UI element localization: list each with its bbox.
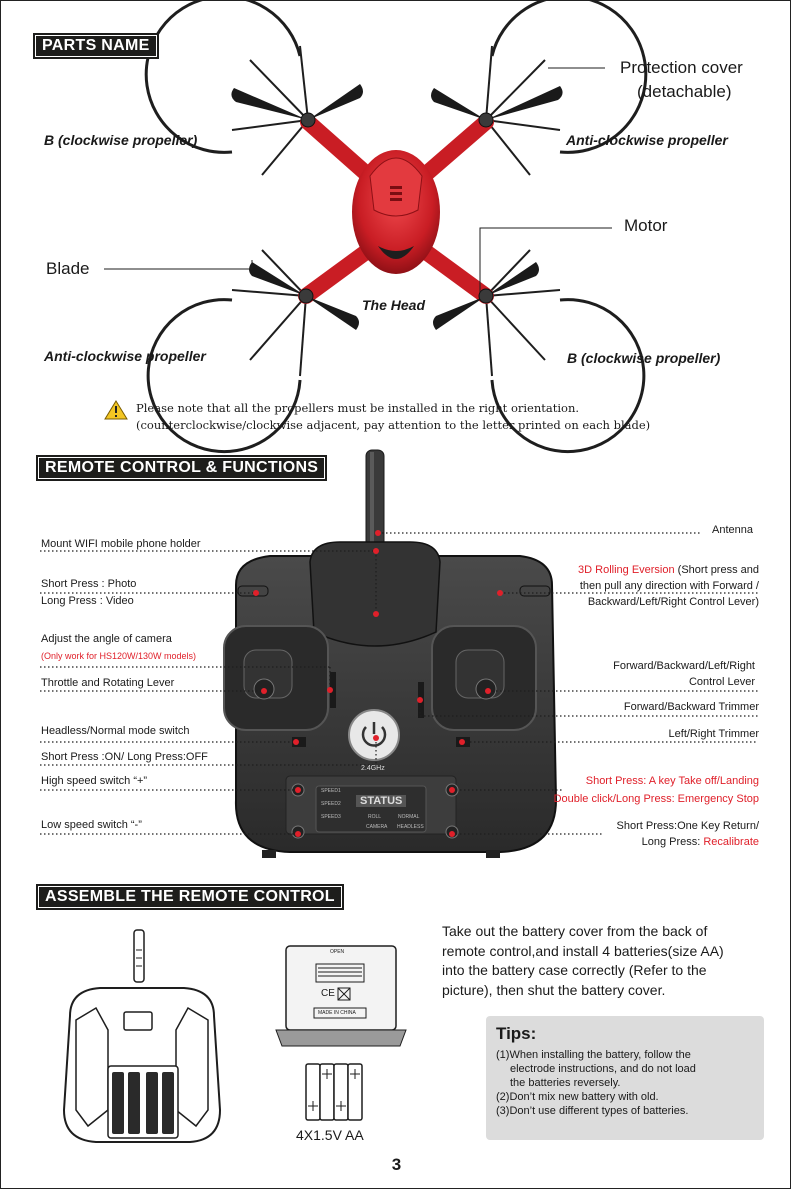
guard-bottom-left [146, 298, 302, 454]
guard-top-left [144, 0, 302, 154]
assemble-line-2: remote control,and install 4 batteries(s… [442, 942, 724, 959]
label-one-key-return: Short Press:One Key Return/ [616, 820, 759, 832]
remote-camera: CAMERA [366, 824, 388, 830]
guard-top-right [490, 0, 648, 154]
label-3d-roll-line3: Backward/Left/Right Control Lever) [587, 596, 759, 608]
label-takeoff-landing: Short Press: A key Take off/Landing [585, 775, 759, 787]
label-lr-trimmer: Left/Right Trimmer [668, 728, 759, 740]
note-line-2: (counterclockwise/clockwise adjacent, pa… [136, 418, 651, 432]
tip-1-line-3: the batteries reversely. [510, 1077, 621, 1089]
label-motor: Motor [624, 216, 668, 235]
label-3d-roll-title: 3D Rolling Eversion [578, 564, 675, 576]
assemble-line-4: picture), then shut the battery cover. [442, 981, 666, 998]
remote-speed3: SPEED3 [321, 814, 341, 820]
assemble-line-3: into the battery case correctly (Refer t… [442, 962, 707, 978]
remote-speed1: SPEED1 [321, 788, 341, 794]
label-blade: Blade [46, 259, 90, 278]
power-button [348, 709, 400, 761]
cover-ce-mark: CE [321, 988, 335, 999]
label-b-clockwise-bottom: B (clockwise propeller) [567, 350, 721, 366]
tip-1-line-2: electrode instructions, and do not load [510, 1063, 696, 1075]
label-low-speed: Low speed switch “-” [41, 819, 142, 831]
tip-1-line-1: (1)When installing the battery, follow t… [496, 1049, 691, 1061]
note-line-1: Please note that all the propellers must… [136, 401, 580, 415]
label-anticlockwise-top: Anti-clockwise propeller [566, 132, 728, 148]
label-headless-switch: Headless/Normal mode switch [41, 725, 190, 737]
label-protection-cover: Protection cover [620, 58, 743, 77]
remote-normal: NORMAL [398, 814, 420, 820]
tips-box: Tips: (1)When installing the battery, fo… [486, 1016, 764, 1140]
tips-title: Tips: [496, 1024, 537, 1043]
guard-bottom-right [490, 298, 646, 454]
assemble-line-1: Take out the battery cover from the back… [442, 923, 708, 939]
remote-roll: ROLL [368, 814, 382, 820]
label-photo: Short Press : Photo [41, 578, 137, 590]
remote-back-illustration [62, 929, 222, 1143]
label-protection-cover-detachable: (detachable) [637, 82, 732, 101]
label-throttle-lever: Throttle and Rotating Lever [41, 677, 175, 689]
section-title-parts-name: PARTS NAME [33, 33, 159, 59]
cover-made-in-china: MADE IN CHINA [318, 1010, 356, 1016]
propeller-orientation-note: Please note that all the propellers must… [136, 400, 650, 434]
battery-cover-illustration [275, 945, 407, 1047]
remote-callout-dots [253, 530, 503, 837]
label-camera-note: (Only work for HS120W/130W models) [41, 651, 197, 661]
label-high-speed: High speed switch “+” [41, 775, 148, 787]
label-power: Short Press :ON/ Long Press:OFF [41, 751, 208, 763]
label-the-head: The Head [362, 297, 426, 313]
battery-3 [333, 1063, 349, 1121]
antenna [365, 449, 385, 551]
label-emergency-stop: Double click/Long Press: Emergency Stop [553, 793, 759, 805]
assemble-instructions: Take out the battery cover from the back… [442, 922, 782, 1000]
battery-1 [305, 1063, 321, 1121]
remote-speed2: SPEED2 [321, 801, 341, 807]
label-3d-roll-line1: 3D Rolling Eversion (Short press and [578, 564, 759, 576]
label-3d-roll-short: (Short press and [674, 564, 759, 576]
label-b-clockwise-top: B (clockwise propeller) [44, 132, 198, 148]
batteries-illustration [305, 1063, 363, 1121]
label-3d-roll-line2: then pull any direction with Forward / [579, 580, 759, 592]
label-anticlockwise-bottom: Anti-clockwise propeller [44, 348, 206, 364]
label-recalibrate: Recalibrate [703, 836, 759, 848]
remote-control-illustration [223, 449, 558, 858]
section-title-assemble: ASSEMBLE THE REMOTE CONTROL [36, 884, 344, 910]
label-antenna: Antenna [712, 524, 753, 536]
battery-polarity-marks [308, 1069, 360, 1111]
label-long-press: Long Press: [641, 836, 704, 848]
label-recalibrate-line: Long Press: Recalibrate [642, 836, 759, 848]
battery-spec-label: 4X1.5V AA [296, 1127, 364, 1143]
tip-3: (3)Don’t use different types of batterie… [496, 1105, 689, 1117]
cover-open-label: OPEN [330, 949, 345, 955]
remote-leader-lines [40, 532, 758, 835]
label-video: Long Press : Video [41, 595, 134, 607]
label-control-lever-2: Control Lever [688, 676, 755, 688]
label-control-lever-1: Forward/Backward/Left/Right [613, 660, 755, 672]
warning-icon [104, 400, 128, 420]
leader-motor [479, 227, 612, 292]
label-camera-angle: Adjust the angle of camera [41, 633, 172, 645]
remote-headless: HEADLESS [397, 824, 424, 830]
remote-status-label: STATUS [356, 795, 407, 807]
label-wifi-holder: Mount WIFI mobile phone holder [41, 538, 201, 550]
tip-2: (2)Don’t mix new battery with old. [496, 1091, 659, 1103]
battery-4 [347, 1063, 363, 1121]
leader-blade [104, 260, 253, 270]
label-fb-trimmer: Forward/Backward Trimmer [623, 701, 759, 713]
remote-frequency: 2.4GHz [361, 765, 385, 772]
section-title-remote-control: REMOTE CONTROL & FUNCTIONS [36, 455, 328, 481]
page-number: 3 [391, 1155, 402, 1174]
drone-illustration [104, 0, 648, 454]
